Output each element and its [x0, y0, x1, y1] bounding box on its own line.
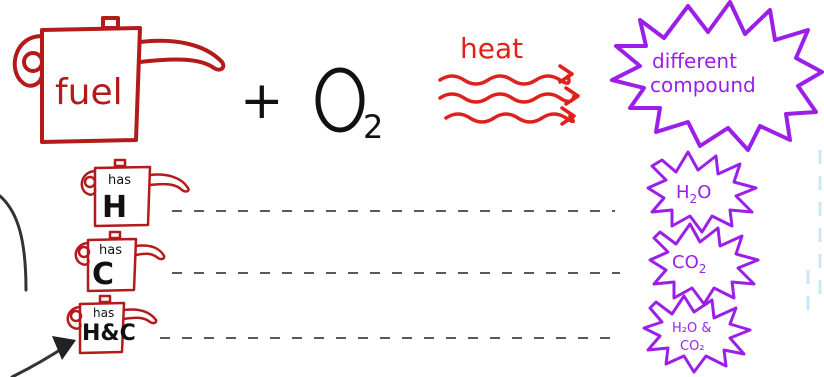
water-burst-icon: H2O [646, 150, 758, 234]
oxygen-o-shape [315, 67, 365, 133]
product-main: H [676, 182, 690, 203]
oxygen-subscript: 2 [363, 108, 383, 146]
can-caption: has [108, 173, 131, 188]
row-carbon: has C CO2 [74, 222, 760, 306]
row-hydrocarbon: has H&C H₂O & CO₂ [66, 294, 752, 374]
product-main: CO [672, 252, 699, 273]
faint-edge-mark [806, 150, 822, 320]
small-fuel-can-icon [80, 158, 190, 228]
fuel-label: fuel [55, 72, 123, 113]
plus-sign: + [240, 71, 284, 131]
water-and-carbon-dioxide-burst-icon: H₂O & CO₂ [642, 294, 752, 374]
can-element: C [92, 257, 114, 292]
can-element: H [102, 190, 127, 225]
compound-label-line1: different [652, 49, 737, 73]
can-caption: has [93, 306, 114, 320]
heat-label: heat [460, 32, 523, 65]
product-tail: O [697, 182, 711, 203]
small-fuel-can-icon [74, 230, 166, 293]
can-element: H&C [82, 321, 136, 346]
row-hydrogen: has H H2O [80, 150, 758, 234]
arrow-head-icon [52, 336, 76, 360]
svg-text:H2O: H2O [676, 182, 711, 206]
can-caption: has [99, 243, 122, 258]
svg-text:CO2: CO2 [672, 252, 706, 276]
fuel-can-icon [12, 16, 226, 144]
different-compound-burst-icon: different compound [610, 0, 824, 152]
product-line2: CO₂ [680, 339, 705, 354]
compound-label-line2: compound [650, 73, 756, 97]
oxygen-molecule: 2 [315, 67, 383, 146]
carbon-dioxide-burst-icon: CO2 [648, 222, 760, 306]
product-subscript: 2 [699, 262, 707, 276]
product-subscript: 2 [690, 192, 698, 206]
heat-arrows-icon [438, 64, 580, 126]
product-line1: H₂O & [672, 321, 712, 336]
curved-arrow-icon [0, 194, 68, 377]
small-fuel-can-icon [66, 294, 158, 355]
